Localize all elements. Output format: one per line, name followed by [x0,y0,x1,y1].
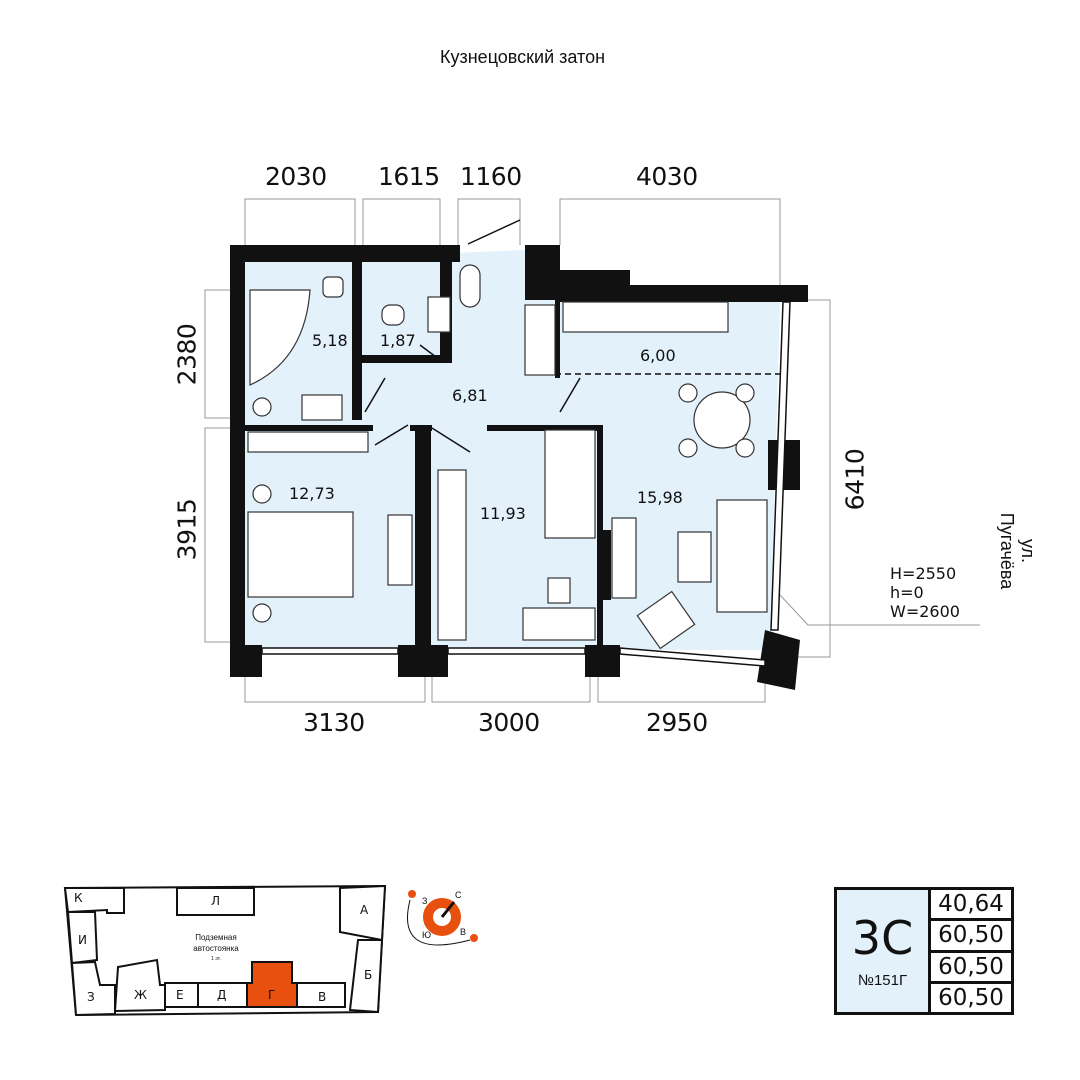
compass-n: С [455,890,462,900]
dim-left-2: 3915 [172,498,202,561]
section-z[interactable]: З [87,990,95,1004]
section-i[interactable]: И [78,933,87,947]
window-spec: H=2550 h=0 W=2600 [890,564,960,621]
room-area-bedroom-1: 12,73 [289,484,335,503]
dim-bottom-3: 2950 [646,708,708,737]
room-area-bathroom: 5,18 [312,331,348,350]
dim-left-1: 2380 [172,323,202,386]
doors [364,219,780,453]
window-width: W=2600 [890,602,960,621]
section-b[interactable]: Б [364,968,373,982]
apartment-areas: 40,64 60,50 60,50 60,50 [931,890,1011,1012]
compass-w: З [422,896,428,906]
compass-s: Ю [422,930,432,940]
parking-label-2: автостоянка [193,944,239,953]
sofa-bed-icon [544,429,596,539]
parking-floor: 1 эт. [211,956,221,962]
section-a[interactable]: А [360,903,369,917]
section-v[interactable]: В [318,990,327,1004]
furniture [247,264,768,650]
area-living: 40,64 [931,890,1011,919]
window-sill: h=0 [890,583,924,602]
section-d[interactable]: Д [217,988,227,1002]
area-total-3: 60,50 [931,983,1011,1012]
windows [261,301,791,667]
section-zh[interactable]: Ж [134,988,147,1002]
window-height: H=2550 [890,564,957,583]
toilet-icon [322,276,344,298]
room-area-living: 15,98 [637,488,683,507]
dim-top-4: 4030 [636,162,698,191]
room-area-kitchen: 6,00 [640,346,676,365]
section-l[interactable]: Л [211,894,221,908]
area-total: 60,50 [931,921,1011,950]
section-e[interactable]: Е [176,988,184,1002]
dim-bottom-2: 3000 [478,708,540,737]
room-area-hallway: 6,81 [452,386,488,405]
apartment-type-panel: 3С №151Г [837,890,928,1012]
room-area-toilet: 1,87 [380,331,416,350]
dimension-lines [204,198,980,703]
sofa-icon [716,499,768,613]
parking-label: Подземная автостоянка 1 эт. [180,932,252,965]
kitchen-counter [562,301,729,333]
area-total-2: 60,50 [931,952,1011,981]
section-g[interactable]: Г [268,988,276,1002]
room-area-bedroom-2: 11,93 [480,504,526,523]
dining-table-icon [693,391,751,449]
apartment-type: 3С [851,910,914,965]
parking-label-1: Подземная [195,933,237,942]
street-top-label: Кузнецовский затон [440,47,606,67]
floor-area [245,250,780,650]
dim-bottom-1: 3130 [303,708,365,737]
dim-top-1: 2030 [265,162,327,191]
dim-top-3: 1160 [460,162,522,191]
dim-right-1: 6410 [840,448,870,511]
dim-top-2: 1615 [378,162,440,191]
compass-e: В [460,927,467,937]
bathtub-icon [249,289,311,386]
section-k[interactable]: К [74,891,83,905]
apartment-number: №151Г [857,971,908,989]
apartment-info: 3С №151Г 40,64 60,50 60,50 60,50 [834,887,1014,1015]
bed-icon [247,511,354,598]
